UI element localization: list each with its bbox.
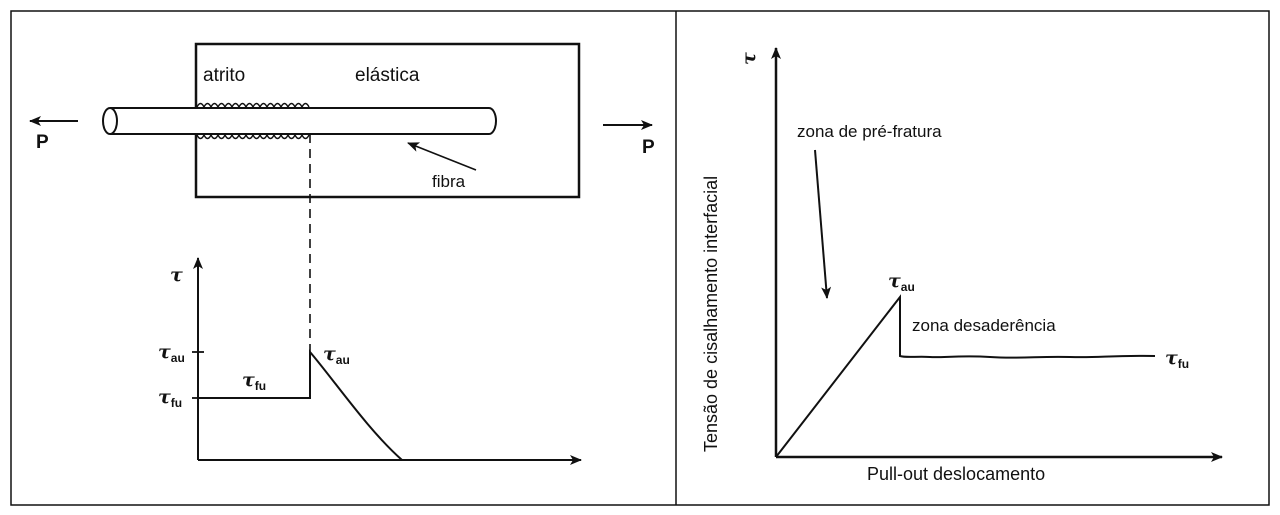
curve-label-tau-au-right: τau	[888, 270, 915, 294]
pullout-curve	[775, 294, 1156, 458]
stress-distribution-curve	[198, 349, 403, 461]
fiber-label: fibra	[432, 172, 466, 191]
fiber-pointer-arrow	[407, 142, 477, 171]
tick-label-tau-au: τau	[158, 341, 185, 365]
load-left-label: P	[36, 132, 49, 153]
y-axis-label: Tensão de cisalhamento interfacial	[701, 176, 721, 452]
elastic-label: elástica	[355, 65, 420, 86]
left-panel: atrito elástica fibra P P τ τau τfu τfu …	[29, 42, 655, 465]
small-plot-tau-symbol: τ	[170, 264, 183, 286]
friction-wave-bottom	[196, 133, 310, 140]
curve-label-tau-fu: τfu	[242, 369, 266, 393]
fiber-rod	[110, 107, 497, 135]
outer-frame	[10, 10, 1270, 506]
curve-label-tau-au: τau	[323, 343, 350, 367]
x-axis-label: Pull-out deslocamento	[867, 464, 1045, 484]
friction-wave-top	[196, 102, 310, 109]
prefracture-label: zona de pré-fratura	[797, 122, 942, 141]
fiber-end	[102, 107, 118, 135]
debond-label: zona desaderência	[912, 316, 1056, 335]
tick-label-tau-fu: τfu	[158, 386, 182, 410]
friction-label: atrito	[203, 65, 245, 86]
y-axis-tau-symbol: τ	[738, 52, 760, 65]
load-right-label: P	[642, 137, 655, 158]
right-panel: Tensão de cisalhamento interfacial τ Pul…	[701, 47, 1223, 484]
prefracture-arrow	[814, 149, 832, 299]
curve-label-tau-fu-right: τfu	[1165, 347, 1189, 371]
